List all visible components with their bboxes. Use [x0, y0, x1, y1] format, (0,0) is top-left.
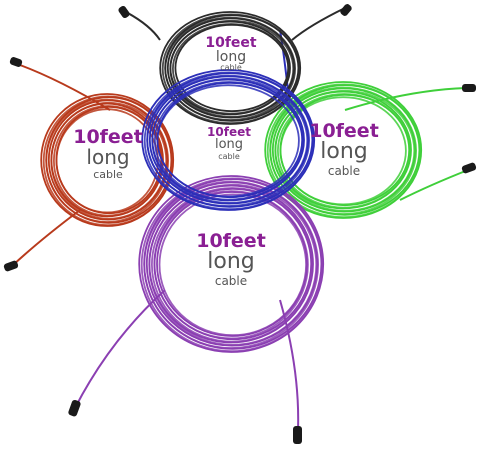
cable-end-cap: [118, 5, 130, 19]
green-cable-tail: [344, 87, 467, 111]
black-coil-label: 10feet long cable: [196, 36, 266, 72]
long-text: long: [86, 145, 130, 169]
green-cable-tail: [399, 169, 469, 201]
purple-coil-ring: [158, 193, 308, 337]
black-cable-tail: [125, 11, 161, 41]
length-text: 10feet: [205, 35, 257, 51]
red-cable-tail: [11, 209, 81, 267]
length-text: 10feet: [207, 125, 251, 139]
black-cable-tail: [291, 7, 346, 41]
length-text: 10feet: [196, 230, 266, 252]
long-text: long: [214, 137, 244, 152]
cable-end-cap: [68, 399, 81, 417]
purple-cable-coil: [138, 175, 325, 353]
long-text: long: [215, 49, 247, 65]
green-cable-coil: [264, 81, 423, 219]
long-text: long: [320, 139, 368, 164]
blue-coil-label: 10feet long cable: [198, 126, 260, 161]
cable-text: cable: [220, 63, 242, 72]
red-coil-ring: [55, 108, 159, 214]
cable-text: cable: [327, 164, 361, 178]
cable-end-cap: [340, 4, 352, 16]
black-coil-ring: [174, 23, 290, 113]
blue-coil-ring: [156, 84, 300, 198]
length-text: 10feet: [73, 126, 143, 148]
cable-end-cap: [9, 57, 23, 67]
cable-text: cable: [214, 274, 248, 288]
red-coil-label: 10feet long cable: [70, 126, 146, 181]
green-coil-label: 10feet long cable: [304, 120, 384, 178]
purple-coil-label: 10feet long cable: [188, 230, 274, 288]
black-cable-coil: [159, 11, 302, 125]
cable-end-cap: [461, 162, 477, 174]
cable-text: cable: [218, 152, 240, 161]
long-text: long: [207, 249, 255, 274]
cable-end-cap: [462, 84, 476, 92]
length-text: 10feet: [309, 120, 379, 142]
green-coil-ring: [279, 96, 407, 206]
cable-end-cap: [3, 260, 19, 272]
cable-end-cap: [293, 426, 302, 444]
cable-text: cable: [93, 168, 123, 181]
blue-cable-coil: [141, 69, 316, 211]
